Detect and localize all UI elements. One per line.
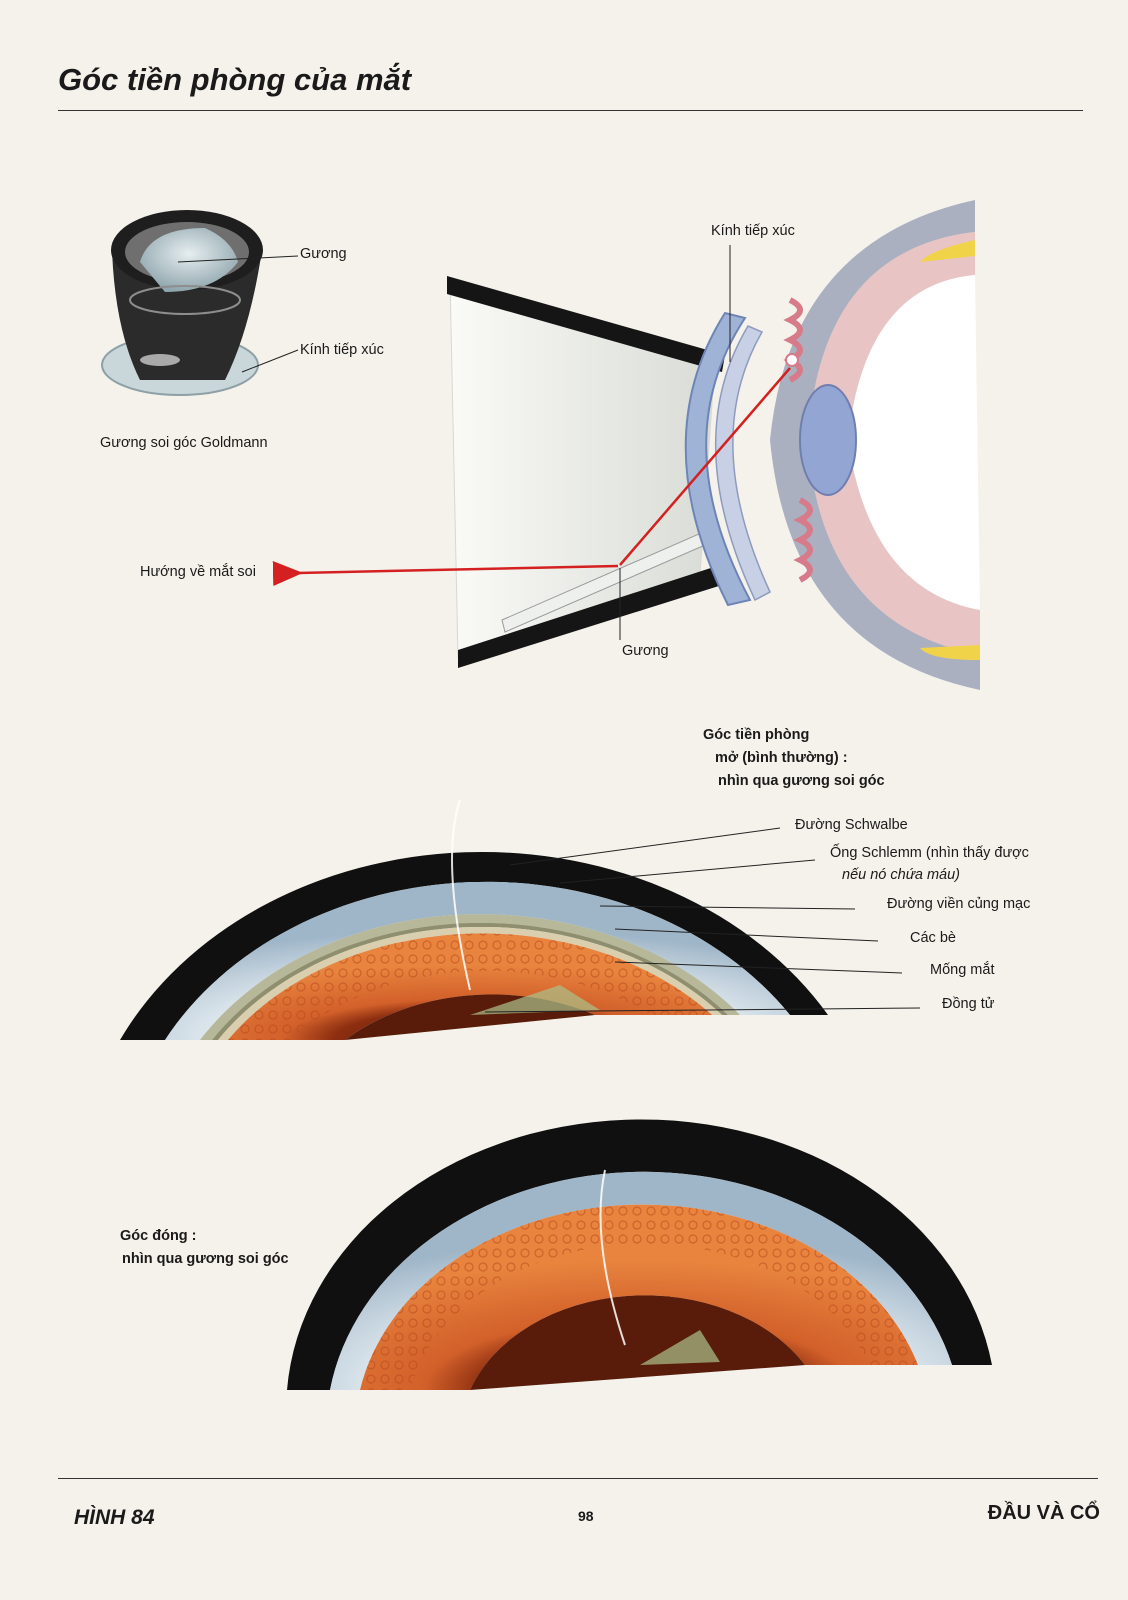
closed-angle-title-2: nhìn qua gương soi góc <box>122 1251 289 1267</box>
label-schlemm-b: nếu nó chứa máu) <box>842 867 961 883</box>
section-title: ĐẦU VÀ CỔ <box>987 1502 1100 1524</box>
goldmann-mirror-label: Gương <box>300 246 347 262</box>
label-scleral-spur: Đường viền củng mạc <box>887 896 1031 912</box>
label-pupil: Đồng tử <box>942 996 995 1012</box>
open-angle-title-1: Góc tiền phòng <box>703 727 810 743</box>
gonioscopy-side-view <box>447 200 980 690</box>
bottom-rule <box>58 1478 1098 1479</box>
label-iris: Mống mắt <box>930 962 995 978</box>
label-schlemm-a: Ống Schlemm (nhìn thấy được <box>830 845 1029 861</box>
closed-angle-view <box>287 1119 992 1390</box>
open-angle-title-3: nhìn qua gương soi góc <box>718 773 885 789</box>
page-number: 98 <box>578 1508 594 1524</box>
goldmann-lens-illustration <box>101 210 263 396</box>
side-lens-label: Kính tiếp xúc <box>711 223 795 239</box>
goldmann-lens-label: Kính tiếp xúc <box>300 342 384 358</box>
light-path-arrow <box>272 561 619 587</box>
open-angle-title-2: mở (bình thường) : <box>715 750 848 766</box>
label-schwalbe: Đường Schwalbe <box>795 817 908 833</box>
figure-number: HÌNH 84 <box>74 1506 155 1529</box>
side-mirror-label: Gương <box>622 643 669 659</box>
direction-label: Hướng về mắt soi <box>140 564 256 580</box>
page-title: Góc tiền phòng của mắt <box>58 62 412 97</box>
top-rule <box>58 110 1083 111</box>
open-angle-view <box>120 799 828 1040</box>
light-path-to-mirror <box>619 367 791 566</box>
goldmann-caption: Gương soi góc Goldmann <box>100 435 268 451</box>
label-trabeculae: Các bè <box>910 930 956 946</box>
closed-angle-title-1: Góc đóng : <box>120 1228 197 1244</box>
